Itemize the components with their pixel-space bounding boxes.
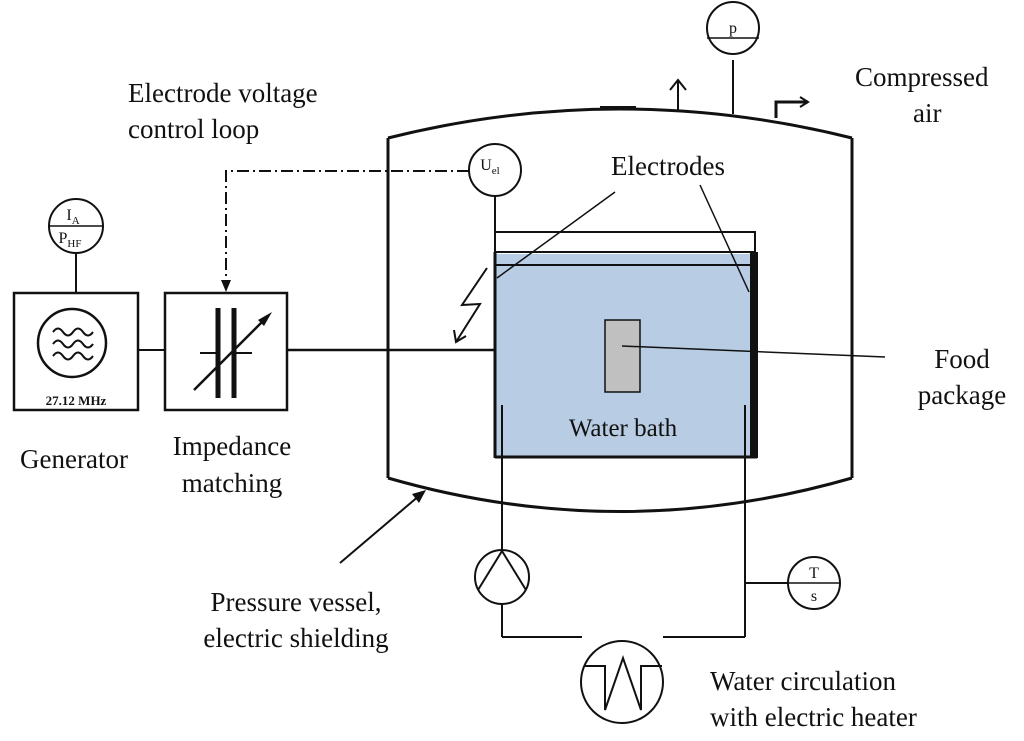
electrodes-label: Electrodes [611,151,725,181]
impedance-matching [163,291,289,412]
food-package-pointer [621,345,886,358]
temperature-label-bottom: s [811,588,817,605]
generator-meter: IA PHF [48,198,104,293]
pressure-vessel-pointer [339,490,426,564]
generator: 27.12 MHz [12,291,140,412]
electric-heater [580,640,664,724]
vent-outlet [669,78,687,110]
pressure-vessel-label-line2: electric shielding [203,623,388,653]
impedance-label-line1: Impedance [173,431,291,461]
water-bath: Water bath [493,231,758,459]
electrode-voltage-meter: Uel [468,143,522,232]
ac-source-symbol [36,307,108,379]
water-bath-label: Water bath [569,415,678,442]
water-circulation-label-line2: with electric heater [710,702,917,732]
control-loop [221,170,469,292]
food-package-label-line2: package [918,380,1006,410]
water-circulation-loop [501,405,788,638]
control-loop-label-line1: Electrode voltage [128,78,318,108]
compressed-air-label-line2: air [913,98,941,128]
circulation-pump [474,549,530,605]
food-package [604,319,641,393]
temperature-label-top: T [809,565,819,582]
impedance-label-line2: matching [182,468,282,498]
pressure-gauge-label: p [729,20,737,37]
electrode-pointer-left [496,191,616,279]
pressure-vessel [386,106,854,513]
pressure-gauge: p [706,1,760,114]
food-package-label-line1: Food [934,344,990,374]
pressure-vessel-label-line1: Pressure vessel, [211,587,382,617]
meter-current-label: IA [66,207,79,227]
voltage-meter-label: Uel [480,157,500,177]
meter-power-label: PHF [59,230,82,250]
generator-frequency: 27.12 MHz [46,393,107,408]
electrode-pointer-right [699,184,750,293]
top-electrode-plate [494,231,756,253]
generator-label: Generator [20,444,128,474]
compressed-air-label-line1: Compressed [855,62,989,92]
water-circulation-label-line1: Water circulation [710,666,896,696]
side-electrode [750,252,758,458]
compressed-air-inlet [774,96,810,118]
spark-symbol [453,267,488,344]
control-loop-label-line2: control loop [128,114,259,144]
temperature-sensor: T s [787,556,841,610]
